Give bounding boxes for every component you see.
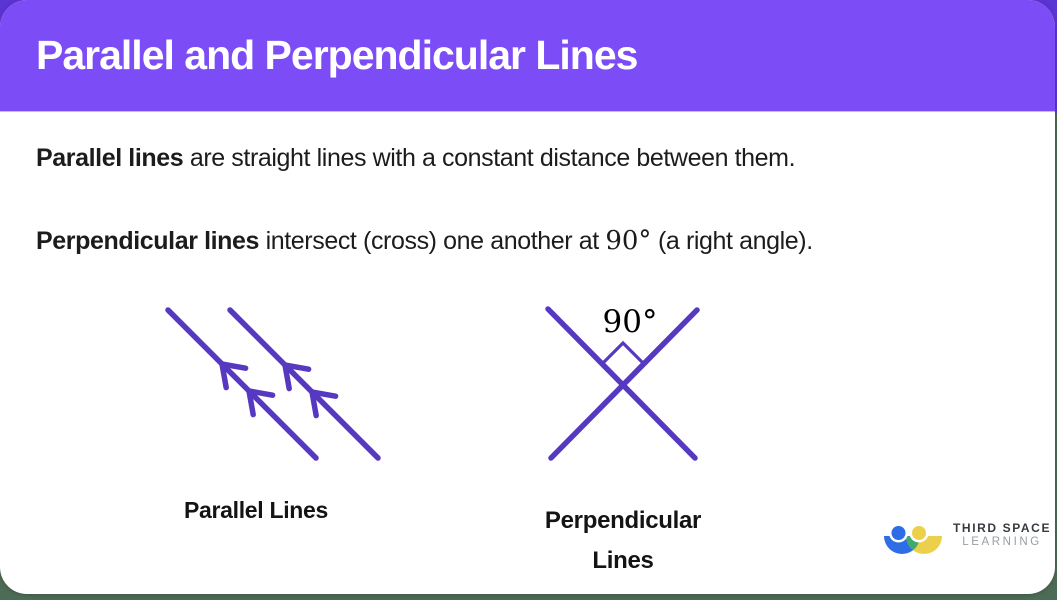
- arrow-mark-icon: [308, 388, 339, 419]
- logo-wordmark: THIRD SPACE LEARNING: [953, 521, 1051, 548]
- logo-wordmark-line1: THIRD SPACE: [953, 521, 1052, 535]
- parallel-definition-rest: are straight lines with a constant dista…: [183, 144, 796, 172]
- parallel-figure-label: Parallel Lines: [183, 497, 329, 523]
- logo-person-yellow-head: [912, 526, 926, 540]
- perpendicular-definition: Perpendicular lines intersect (cross) on…: [36, 226, 813, 256]
- perpendicular-definition-before-math: intersect (cross) one another at: [259, 227, 606, 255]
- parallel-lines-figure: [165, 307, 381, 461]
- angle-value-inline: 90°: [605, 226, 652, 256]
- parallel-line-2: [227, 307, 381, 461]
- perpendicular-figure-label-line2: Lines: [592, 547, 654, 574]
- arrow-mark-icon: [245, 387, 276, 418]
- logo-wordmark-line2: LEARNING: [962, 536, 1042, 548]
- perpendicular-definition-bold: Perpendicular lines: [36, 227, 260, 255]
- angle-label: 90°: [603, 304, 658, 340]
- lines-diagrams: 90°: [165, 304, 700, 461]
- parallel-definition-bold: Parallel lines: [36, 144, 184, 172]
- perpendicular-lines-figure: 90°: [545, 304, 700, 461]
- logo-person-blue-head: [891, 526, 906, 540]
- header-bar: Parallel and Perpendicular Lines: [0, 0, 1055, 112]
- perpendicular-definition-after-math: (a right angle).: [651, 227, 813, 255]
- third-space-learning-logo-icon: [884, 523, 942, 554]
- parallel-definition: Parallel lines are straight lines with a…: [36, 144, 796, 173]
- arrow-mark-icon: [218, 360, 249, 391]
- arrow-mark-icon: [281, 361, 312, 392]
- right-angle-marker: [600, 340, 646, 366]
- perpendicular-figure-label-line1: Perpendicular: [544, 507, 702, 534]
- page-title: Parallel and Perpendicular Lines: [36, 32, 638, 78]
- third-space-learning-logo: THIRD SPACE LEARNING: [882, 513, 1051, 556]
- parallel-line-1: [165, 307, 319, 461]
- perpendicular-figure-label: Perpendicular Lines: [513, 501, 733, 581]
- perpendicular-line-2: [548, 307, 700, 461]
